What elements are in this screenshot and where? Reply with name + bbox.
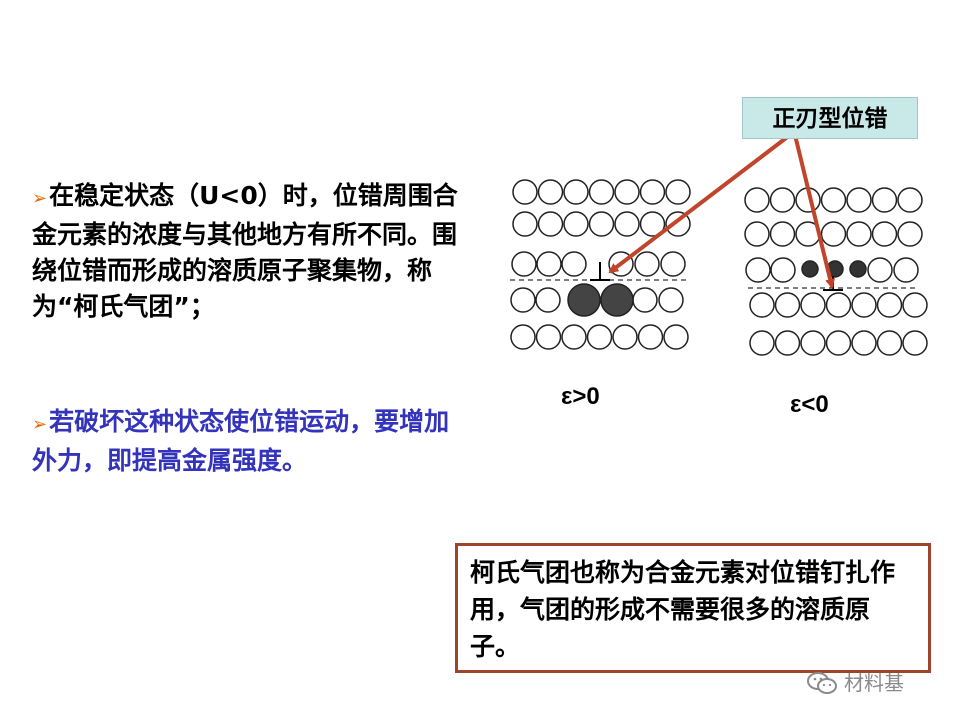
solute-atom [567, 283, 601, 317]
solvent-atom [563, 211, 589, 237]
solvent-atom [510, 324, 536, 350]
solvent-atom [614, 211, 640, 237]
solvent-atom [561, 324, 587, 350]
solvent-atom [825, 292, 852, 318]
solvent-atom [871, 187, 898, 213]
note-text: 柯氏气团也称为合金元素对位错钉扎作用，气团的形成不需要很多的溶质原子。 [470, 558, 896, 661]
solvent-atom [851, 292, 877, 318]
solvent-atom [846, 187, 872, 213]
solvent-atom [774, 330, 801, 356]
solvent-atom [614, 179, 640, 205]
callout-arrow-left [608, 133, 792, 274]
solvent-atom [663, 324, 689, 350]
solvent-atom [537, 211, 564, 237]
bullet-arrow-icon: ➢ [32, 414, 48, 435]
solvent-atom [800, 330, 826, 356]
solvent-atom [825, 330, 852, 356]
solvent-atom [800, 292, 826, 318]
paragraph-text: 在稳定状态（U<0）时，位错周围合金元素的浓度与其他地方有所不同。围绕位错而形成… [32, 181, 458, 321]
right-lattice-negative-strain [744, 187, 928, 356]
solvent-atom [871, 221, 898, 247]
solvent-atom [749, 330, 775, 356]
bullet-arrow-icon: ➢ [32, 188, 48, 209]
solvent-atom [820, 221, 847, 247]
callout-arrow-right [793, 134, 835, 289]
watermark: 材料基 [806, 666, 946, 696]
wechat-icon [807, 671, 837, 694]
solvent-atom [510, 287, 536, 313]
edge-dislocation-label: 正刃型位错 [742, 97, 918, 139]
solvent-atom [511, 251, 537, 277]
solvent-atom [634, 251, 660, 277]
solvent-atom [769, 187, 796, 213]
solvent-atom [846, 221, 872, 247]
solute-atom [801, 260, 819, 278]
note-box: 柯氏气团也称为合金元素对位错钉扎作用，气团的形成不需要很多的溶质原子。 [455, 543, 931, 673]
solvent-atom [769, 221, 796, 247]
solvent-atom [561, 251, 587, 277]
solvent-atom [897, 221, 923, 247]
solvent-atom [512, 179, 538, 205]
watermark-text: 材料基 [844, 670, 904, 695]
solvent-atom [820, 187, 847, 213]
solvent-atom [586, 324, 613, 350]
solvent-atom [665, 179, 691, 205]
paragraph-strengthening: ➢若破坏这种状态使位错运动，要增加外力，即提高金属强度。 [32, 404, 462, 479]
solvent-atom [512, 211, 538, 237]
solvent-atom [902, 292, 928, 318]
solvent-atom [535, 287, 561, 313]
left-lattice-positive-strain [510, 179, 691, 350]
solvent-atom [660, 251, 686, 277]
solvent-atom [897, 187, 923, 213]
solvent-atom [745, 257, 771, 283]
solvent-atom [637, 324, 664, 350]
solute-atom [849, 260, 867, 278]
label-negative-strain: ε<0 [790, 391, 829, 418]
solvent-atom [588, 211, 615, 237]
solvent-atom [535, 324, 562, 350]
solvent-atom [749, 292, 775, 318]
label-positive-strain: ε>0 [561, 383, 600, 410]
solvent-atom [563, 179, 589, 205]
solute-atom [600, 283, 634, 317]
paragraph-stable-state: ➢在稳定状态（U<0）时，位错周围合金元素的浓度与其他地方有所不同。围绕位错而形… [32, 178, 462, 325]
solvent-atom [893, 257, 919, 283]
solvent-atom [639, 211, 666, 237]
solvent-atom [588, 179, 615, 205]
solvent-atom [744, 187, 770, 213]
solvent-atom [744, 221, 770, 247]
solvent-atom [770, 257, 796, 283]
solvent-atom [537, 179, 564, 205]
solvent-atom [658, 287, 684, 313]
solvent-atom [774, 292, 801, 318]
solvent-atom [639, 179, 666, 205]
solvent-atom [632, 287, 658, 313]
solvent-atom [867, 257, 893, 283]
solvent-atom [876, 292, 903, 318]
solvent-atom [612, 324, 638, 350]
solvent-atom [902, 330, 928, 356]
paragraph-text: 若破坏这种状态使位错运动，要增加外力，即提高金属强度。 [32, 407, 450, 475]
solvent-atom [536, 251, 562, 277]
solvent-atom [876, 330, 903, 356]
solvent-atom [851, 330, 877, 356]
